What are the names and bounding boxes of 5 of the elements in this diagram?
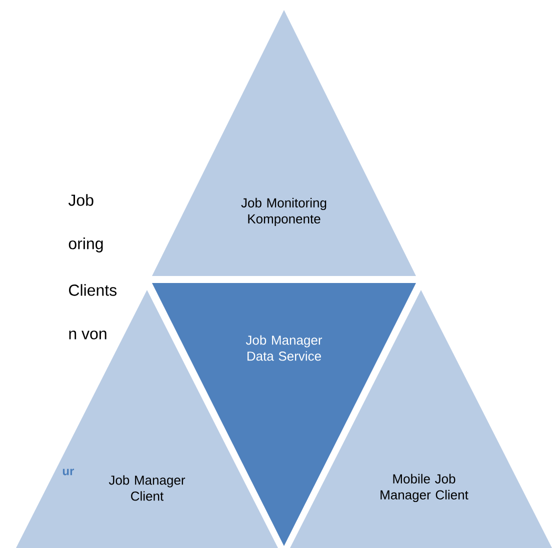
text-fragment: n von: [69, 330, 106, 340]
text-fragment: Job: [68, 194, 94, 206]
text-fragment: oring: [68, 238, 103, 252]
triangle-segment: Job Monitoring Komponente: [152, 10, 416, 276]
text-fragment: ur: [62, 468, 74, 476]
